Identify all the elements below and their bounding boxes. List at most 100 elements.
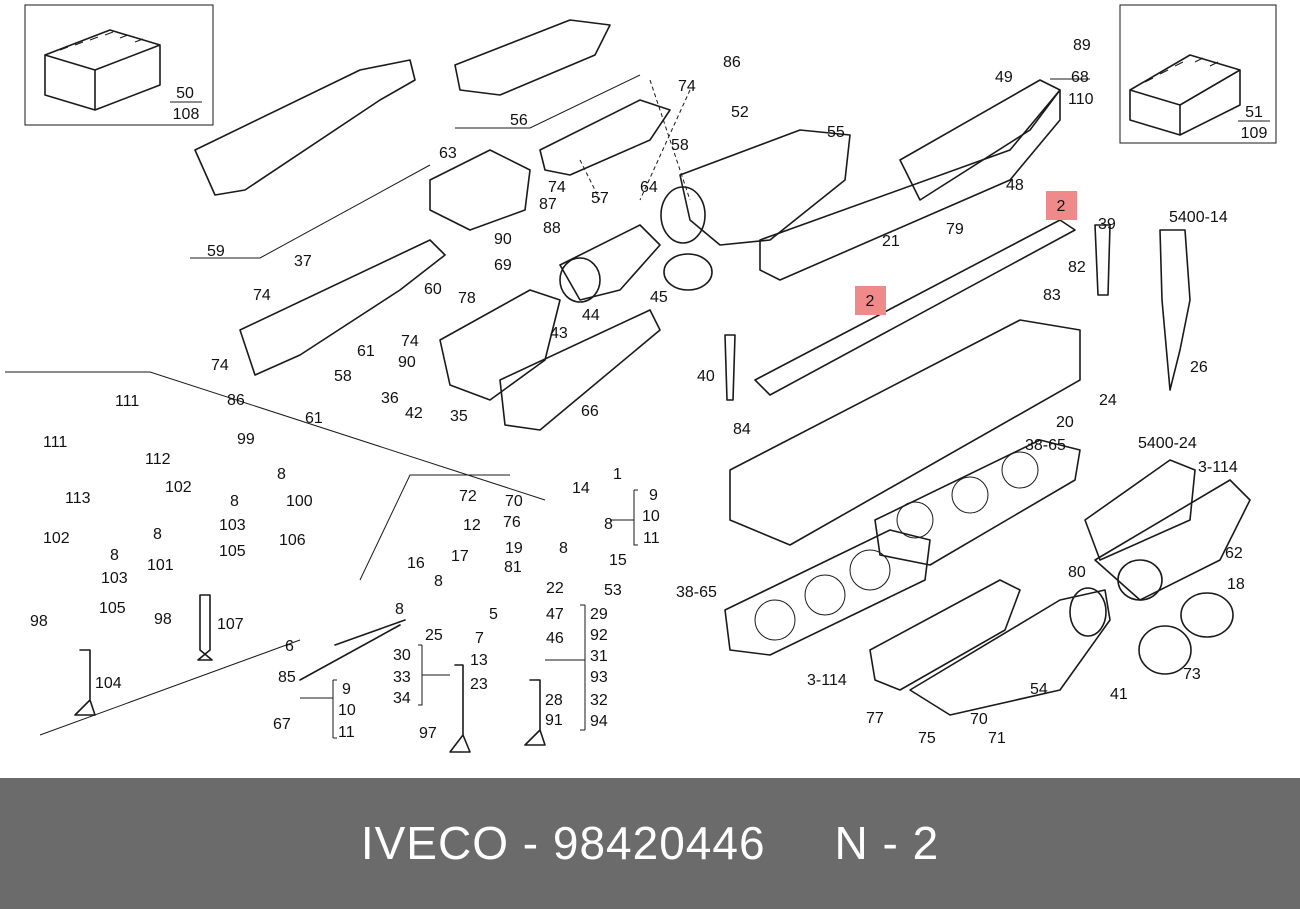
callout[interactable]: 58 [671,137,689,154]
callout[interactable]: 103 [101,570,128,587]
callout[interactable]: 30 [393,647,411,664]
callout[interactable]: 7 [475,630,484,647]
callout[interactable]: 61 [305,410,323,427]
callout[interactable]: 8 [230,493,239,510]
callout[interactable]: 23 [470,676,488,693]
callout[interactable]: 12 [463,517,481,534]
callout[interactable]: 35 [450,408,468,425]
callout[interactable]: 91 [545,712,563,729]
callout[interactable]: 37 [294,253,312,270]
callout[interactable]: 72 [459,488,477,505]
callout[interactable]: 15 [609,552,627,569]
callout[interactable]: 99 [237,431,255,448]
callout[interactable]: 11 [643,530,660,547]
callout[interactable]: 83 [1043,287,1061,304]
callout[interactable]: 103 [219,517,246,534]
callout[interactable]: 110 [1068,91,1094,108]
callout[interactable]: 36 [381,390,399,407]
callout[interactable]: 67 [273,716,291,733]
callout[interactable]: 29 [590,606,608,623]
callout[interactable]: 87 [539,196,557,213]
callout[interactable]: 47 [546,606,564,623]
callout[interactable]: 77 [866,710,884,727]
callout[interactable]: 111 [43,434,67,451]
callout[interactable]: 102 [165,479,192,496]
callout[interactable]: 86 [227,392,245,409]
callout[interactable]: 57 [591,190,609,207]
callout[interactable]: 74 [211,357,229,374]
callout[interactable]: 58 [334,368,352,385]
callout[interactable]: 16 [407,555,425,572]
callout[interactable]: 89 [1073,37,1091,54]
callout[interactable]: 104 [95,675,122,692]
callout[interactable]: 21 [882,233,900,250]
callout[interactable]: 102 [43,530,70,547]
callout[interactable]: 84 [733,421,751,438]
callout[interactable]: 24 [1099,392,1117,409]
callout[interactable]: 74 [548,179,566,196]
callout[interactable]: 105 [99,600,126,617]
callout[interactable]: 113 [65,490,91,507]
callout[interactable]: 93 [590,669,608,686]
callout[interactable]: 3-114 [1198,459,1238,476]
callout[interactable]: 38-65 [1025,437,1066,454]
callout[interactable]: 100 [286,493,313,510]
callout[interactable]: 26 [1190,359,1208,376]
callout[interactable]: 38-65 [676,584,717,601]
callout[interactable]: 92 [590,627,608,644]
callout[interactable]: 25 [425,627,443,644]
callout[interactable]: 82 [1068,259,1086,276]
callout[interactable]: 8 [110,547,119,564]
callout[interactable]: 31 [590,648,608,665]
callout[interactable]: 9 [649,487,658,504]
callout[interactable]: 62 [1225,545,1243,562]
callout[interactable]: 45 [650,289,668,306]
callout[interactable]: 76 [503,514,521,531]
callout[interactable]: 5400-14 [1169,209,1228,226]
callout[interactable]: 64 [640,179,658,196]
callout[interactable]: 11 [338,724,355,741]
callout[interactable]: 59 [207,243,225,260]
callout[interactable]: 1 [613,466,622,483]
callout[interactable]: 48 [1006,177,1024,194]
callout[interactable]: 63 [439,145,457,162]
callout[interactable]: 20 [1056,414,1074,431]
callout[interactable]: 79 [946,221,964,238]
callout[interactable]: 49 [995,69,1013,86]
callout[interactable]: 74 [401,333,419,350]
callout[interactable]: 88 [543,220,561,237]
callout[interactable]: 8 [604,516,613,533]
callout[interactable]: 112 [145,451,171,468]
callout[interactable]: 61 [357,343,375,360]
callout[interactable]: 43 [550,325,568,342]
callout[interactable]: 111 [115,393,139,410]
callout[interactable]: 86 [723,54,741,71]
callout[interactable]: 75 [918,730,936,747]
callout[interactable]: 80 [1068,564,1086,581]
callout[interactable]: 22 [546,580,564,597]
callout[interactable]: 73 [1183,666,1201,683]
callout[interactable]: 46 [546,630,564,647]
callout[interactable]: 42 [405,405,423,422]
callout[interactable]: 53 [604,582,622,599]
callout[interactable]: 55 [827,124,845,141]
callout[interactable]: 106 [279,532,306,549]
callout[interactable]: 8 [153,526,162,543]
callout[interactable]: 3-114 [807,672,847,689]
callout[interactable]: 5400-24 [1138,435,1197,452]
callout[interactable]: 105 [219,543,246,560]
callout[interactable]: 94 [590,713,608,730]
callout-highlighted[interactable]: 2 [866,293,875,310]
callout[interactable]: 17 [451,548,469,565]
callout[interactable]: 39 [1098,216,1116,233]
callout[interactable]: 98 [30,613,48,630]
callout[interactable]: 8 [277,466,286,483]
callout[interactable]: 85 [278,669,296,686]
callout[interactable]: 28 [545,692,563,709]
callout[interactable]: 5 [489,606,498,623]
callout[interactable]: 10 [338,702,356,719]
callout[interactable]: 70 [505,493,523,510]
callout[interactable]: 56 [510,112,528,129]
callout[interactable]: 78 [458,290,476,307]
callout[interactable]: 97 [419,725,437,742]
